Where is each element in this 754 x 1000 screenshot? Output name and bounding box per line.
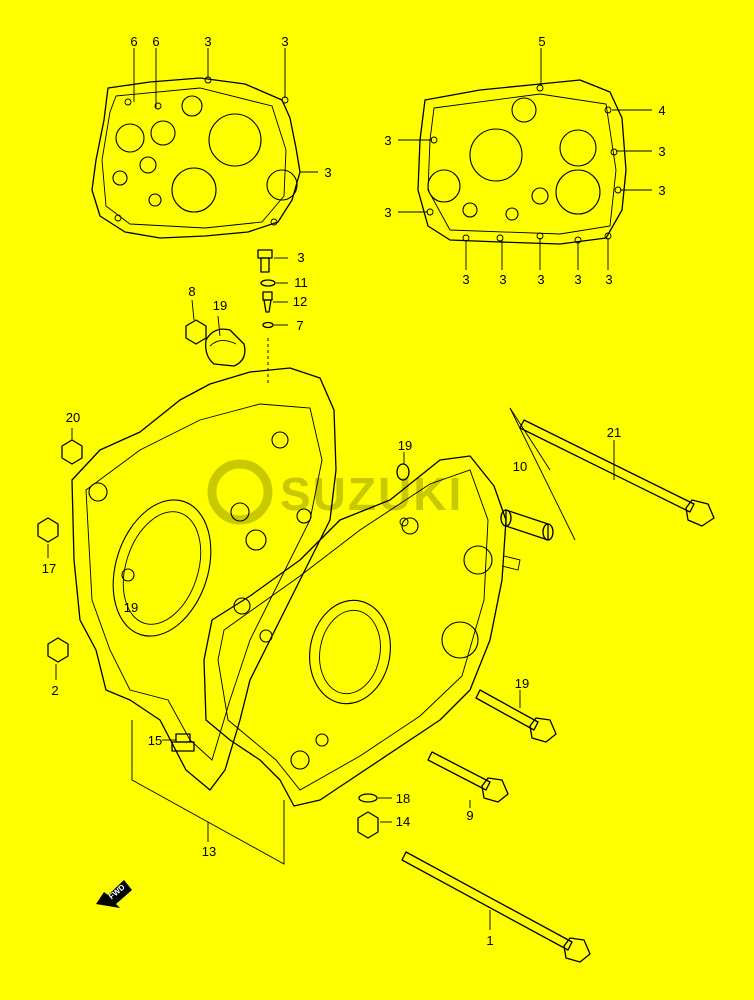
part-oring-8 bbox=[262, 321, 274, 329]
callout-19: 17 bbox=[42, 561, 56, 576]
callout-4: 4 bbox=[658, 103, 665, 118]
callout-3: 3 bbox=[324, 165, 331, 180]
part-nut-19-c bbox=[47, 637, 69, 663]
callout-3: 3 bbox=[537, 272, 544, 287]
callout-3: 3 bbox=[384, 133, 391, 148]
part-bolt-18 bbox=[427, 751, 509, 803]
leader-lines bbox=[47, 48, 652, 930]
callout-8: 7 bbox=[296, 318, 303, 333]
suzuki-watermark: SUZUKI bbox=[207, 459, 463, 525]
fwd-arrow: FWD bbox=[96, 880, 132, 908]
callout-3: 3 bbox=[574, 272, 581, 287]
crankcase-right-half bbox=[203, 455, 507, 807]
callout-19: 20 bbox=[66, 410, 80, 425]
gasket-left-hole bbox=[115, 123, 145, 153]
part-bolt-16 bbox=[401, 851, 591, 963]
crankcase-left-half bbox=[71, 367, 337, 791]
watermark-text: SUZUKI bbox=[280, 468, 463, 520]
part-plug-9 bbox=[171, 733, 195, 752]
callout-3: 3 bbox=[281, 34, 288, 49]
callout-3: 3 bbox=[658, 144, 665, 159]
part-dowel-21 bbox=[500, 509, 554, 541]
part-nut-19-top bbox=[185, 319, 207, 345]
callout-19: 8 bbox=[188, 284, 195, 299]
callout-3: 3 bbox=[384, 205, 391, 220]
callout-5: 5 bbox=[538, 34, 545, 49]
part-bolt-11 bbox=[257, 249, 273, 273]
part-nut-19-b bbox=[37, 517, 59, 543]
callout-labels: 6 6 3 3 3 5 4 3 3 3 3 3 3 3 3 3 3 11 12 … bbox=[42, 34, 666, 948]
part-fitting-7 bbox=[262, 291, 273, 313]
callout-13: 14 bbox=[396, 814, 410, 829]
callout-1: 13 bbox=[202, 844, 216, 859]
callout-12: 11 bbox=[294, 275, 308, 290]
callout-6-right: 6 bbox=[152, 34, 159, 49]
callout-3: 3 bbox=[499, 272, 506, 287]
callout-14: 18 bbox=[396, 791, 410, 806]
callout-17: 21 bbox=[607, 425, 621, 440]
part-plug-13 bbox=[357, 811, 379, 839]
gasket-left bbox=[91, 76, 301, 239]
part-damper-20 bbox=[205, 328, 246, 367]
callout-9: 15 bbox=[148, 733, 162, 748]
part-washer-12 bbox=[260, 279, 276, 287]
callout-7: 12 bbox=[293, 294, 307, 309]
callout-16: 1 bbox=[486, 933, 493, 948]
callout-15: 19 bbox=[515, 676, 529, 691]
callout-10: 19 bbox=[398, 438, 412, 453]
crankcase-assembly bbox=[71, 367, 521, 807]
callout-3: 3 bbox=[658, 183, 665, 198]
gasket-right bbox=[417, 79, 627, 245]
part-nut-19-a bbox=[61, 439, 83, 465]
part-bolt-15 bbox=[475, 689, 557, 743]
callout-3: 3 bbox=[462, 272, 469, 287]
part-washer-14 bbox=[358, 793, 378, 803]
callout-18: 9 bbox=[466, 808, 473, 823]
callout-3: 3 bbox=[605, 272, 612, 287]
callout-2: 19 bbox=[124, 600, 138, 615]
callout-3: 3 bbox=[204, 34, 211, 49]
part-oring-10 bbox=[396, 463, 410, 481]
callout-20: 19 bbox=[213, 298, 227, 313]
callout-6-left: 6 bbox=[130, 34, 137, 49]
callout-19: 2 bbox=[51, 683, 58, 698]
callout-21: 10 bbox=[513, 459, 527, 474]
callout-11: 3 bbox=[297, 250, 304, 265]
